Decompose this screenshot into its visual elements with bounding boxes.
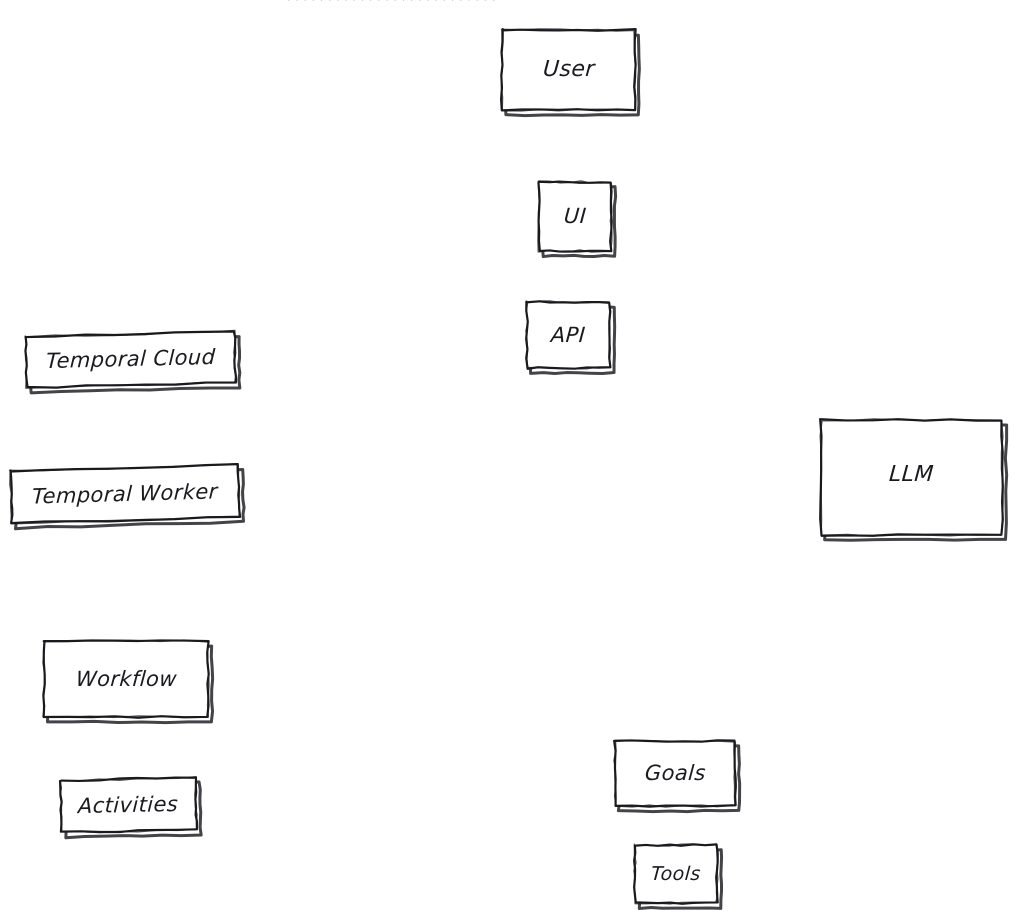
node-label-temporal-worker: Temporal Worker bbox=[31, 478, 219, 509]
node-label-workflow: Workflow bbox=[74, 666, 178, 691]
node-label-ui: UI bbox=[563, 204, 588, 228]
node-temporal-cloud[interactable]: Temporal Cloud bbox=[24, 329, 242, 395]
node-label-goals: Goals bbox=[643, 761, 707, 785]
node-ui[interactable]: UI bbox=[537, 180, 618, 259]
node-api[interactable]: API bbox=[525, 300, 617, 376]
node-label-user: User bbox=[541, 57, 596, 82]
node-label-temporal-cloud: Temporal Cloud bbox=[45, 344, 216, 374]
node-label-tools: Tools bbox=[650, 862, 702, 885]
node-goals[interactable]: Goals bbox=[613, 739, 742, 814]
node-label-llm: LLM bbox=[888, 461, 935, 487]
node-user[interactable]: User bbox=[500, 28, 641, 118]
node-tools[interactable]: Tools bbox=[633, 843, 724, 910]
node-temporal-worker[interactable]: Temporal Worker bbox=[8, 463, 246, 531]
clipped-top-text: . . . . . . . . . . . . . . . . . . . . … bbox=[287, 0, 757, 3]
node-llm[interactable]: LLM bbox=[819, 418, 1009, 542]
node-label-activities: Activities bbox=[77, 791, 180, 818]
node-activities[interactable]: Activities bbox=[58, 776, 203, 840]
node-label-api: API bbox=[550, 322, 587, 347]
node-workflow[interactable]: Workflow bbox=[42, 639, 215, 725]
